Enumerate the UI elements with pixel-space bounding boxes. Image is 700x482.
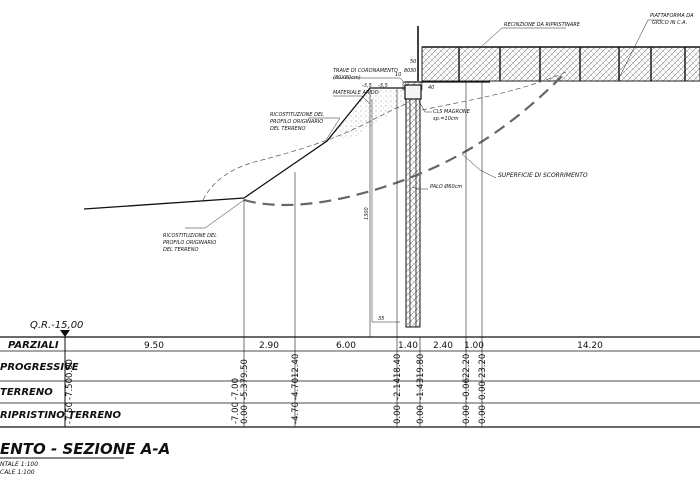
piattaforma-label-1: PIATTAFORMA DA — [650, 13, 694, 19]
ricostituzione-top-2: PROFILO ORIGINARIO — [270, 119, 323, 125]
ricostituzione-low-3: DEL TERRENO — [163, 247, 198, 253]
terreno-cell: 0.00 — [478, 381, 488, 400]
dim-label: 50 — [410, 59, 416, 65]
ripristino-cell: -7.50 — [65, 402, 75, 424]
trave-label-2: (80X80cm) — [333, 75, 361, 81]
fence-posts — [458, 47, 686, 81]
parziali-cell: 2.90 — [259, 341, 279, 351]
dim-label: 30 — [410, 68, 416, 74]
section-title: ENTO - SEZIONE A-A — [0, 440, 170, 458]
terreno-cell: -1.43 — [416, 378, 426, 400]
sliding-surface — [243, 71, 567, 207]
terreno-cell: -7.00 — [231, 378, 241, 400]
cls-label-1: CLS MAGRONE — [433, 109, 471, 115]
data-table — [0, 336, 700, 428]
terreno-cell: -0.06 — [462, 378, 472, 400]
dim-label: 80 — [404, 68, 410, 74]
recinzione-label: RECINZIONE DA RIPRISTINARE — [504, 22, 581, 28]
progressive-cell: 19.80 — [416, 354, 426, 378]
scale-vertical: CALE 1:100 — [0, 469, 35, 476]
parziali-cell: 1.00 — [464, 341, 484, 351]
platform — [417, 26, 700, 82]
terreno-cell: -4.70 — [291, 378, 301, 400]
progressive-cell: 22.20 — [462, 354, 472, 378]
qr-marker-icon — [60, 330, 70, 337]
parziali-cell: 14.20 — [577, 341, 603, 351]
ricostituzione-top-1: RICOSTITUZIONE DEL — [270, 112, 324, 118]
ripristino-cell: -7.00 — [231, 402, 241, 424]
ricostituzione-top-3: DEL TERRENO — [270, 126, 305, 132]
pile — [405, 98, 421, 328]
progressive-cell: 18.40 — [393, 354, 403, 378]
scale-horizontal: NTALE 1:100 — [0, 461, 38, 468]
row-label-terreno: TERRENO — [0, 387, 53, 398]
parziali-cell: 9.50 — [144, 341, 164, 351]
pile-length-label: 1300 — [364, 207, 370, 220]
leaders — [185, 19, 662, 229]
dim-label: -3,5 — [362, 83, 372, 89]
ripristino-cell: 0.00 — [393, 405, 403, 424]
palo-label: PALO Ø60cm — [430, 183, 462, 190]
station-lines — [243, 82, 483, 337]
terreno-cell: -2.14 — [393, 378, 403, 400]
parziali-cell: 1.40 — [398, 341, 418, 351]
qr-label: Q.R.-15,00 — [30, 320, 83, 331]
piattaforma-label-2: GIOCO IN C.A. — [652, 20, 687, 26]
terreno-cell: -7.50 — [65, 378, 75, 400]
row-label-parziali: PARZIALI — [8, 340, 59, 351]
cls-label-2: sp.=10cm — [433, 116, 459, 122]
ricostituzione-low-1: RICOSTITUZIONE DEL — [163, 233, 217, 239]
progressive-cell: 23.20 — [478, 354, 488, 378]
fill-material — [327, 88, 405, 141]
dim-label: 10 — [395, 72, 401, 78]
dim-label: -3,5 — [378, 83, 388, 89]
row-label-progressive: PROGRESSIVE — [0, 362, 79, 373]
parziali-cell: 6.00 — [336, 341, 356, 351]
row-label-ripristino: RIPRISTINO TERRENO — [0, 410, 122, 421]
progressive-cell: 12.40 — [291, 354, 301, 378]
progressive-cell: 0.00 — [65, 359, 75, 378]
ripristino-cell: 0.00 — [240, 405, 250, 424]
ripristino-cell: 0.00 — [462, 405, 472, 424]
parziali-cell: 2.40 — [433, 341, 453, 351]
ricostituzione-low-2: PROFILO ORIGINARIO — [163, 240, 216, 246]
original-profile — [202, 103, 407, 201]
ground-profile — [83, 87, 405, 210]
capping-beam — [404, 84, 422, 100]
materiale-label: MATERIALE ARIDO — [333, 90, 379, 96]
pile-base-label: 35 — [378, 316, 384, 322]
terreno-cell: -5.37 — [240, 378, 250, 400]
superficie-label: SUPERFICIE DI SCORRIMENTO — [498, 172, 588, 179]
ripristino-cell: 0.00 — [478, 405, 488, 424]
progressive-cell: 9.50 — [240, 359, 250, 378]
dim-label: 40 — [428, 85, 434, 91]
ripristino-cell: -4.70 — [291, 402, 301, 424]
trave-label-1: TRAVE DI CORONAMENTO — [333, 68, 398, 74]
ripristino-cell: 0.00 — [416, 405, 426, 424]
